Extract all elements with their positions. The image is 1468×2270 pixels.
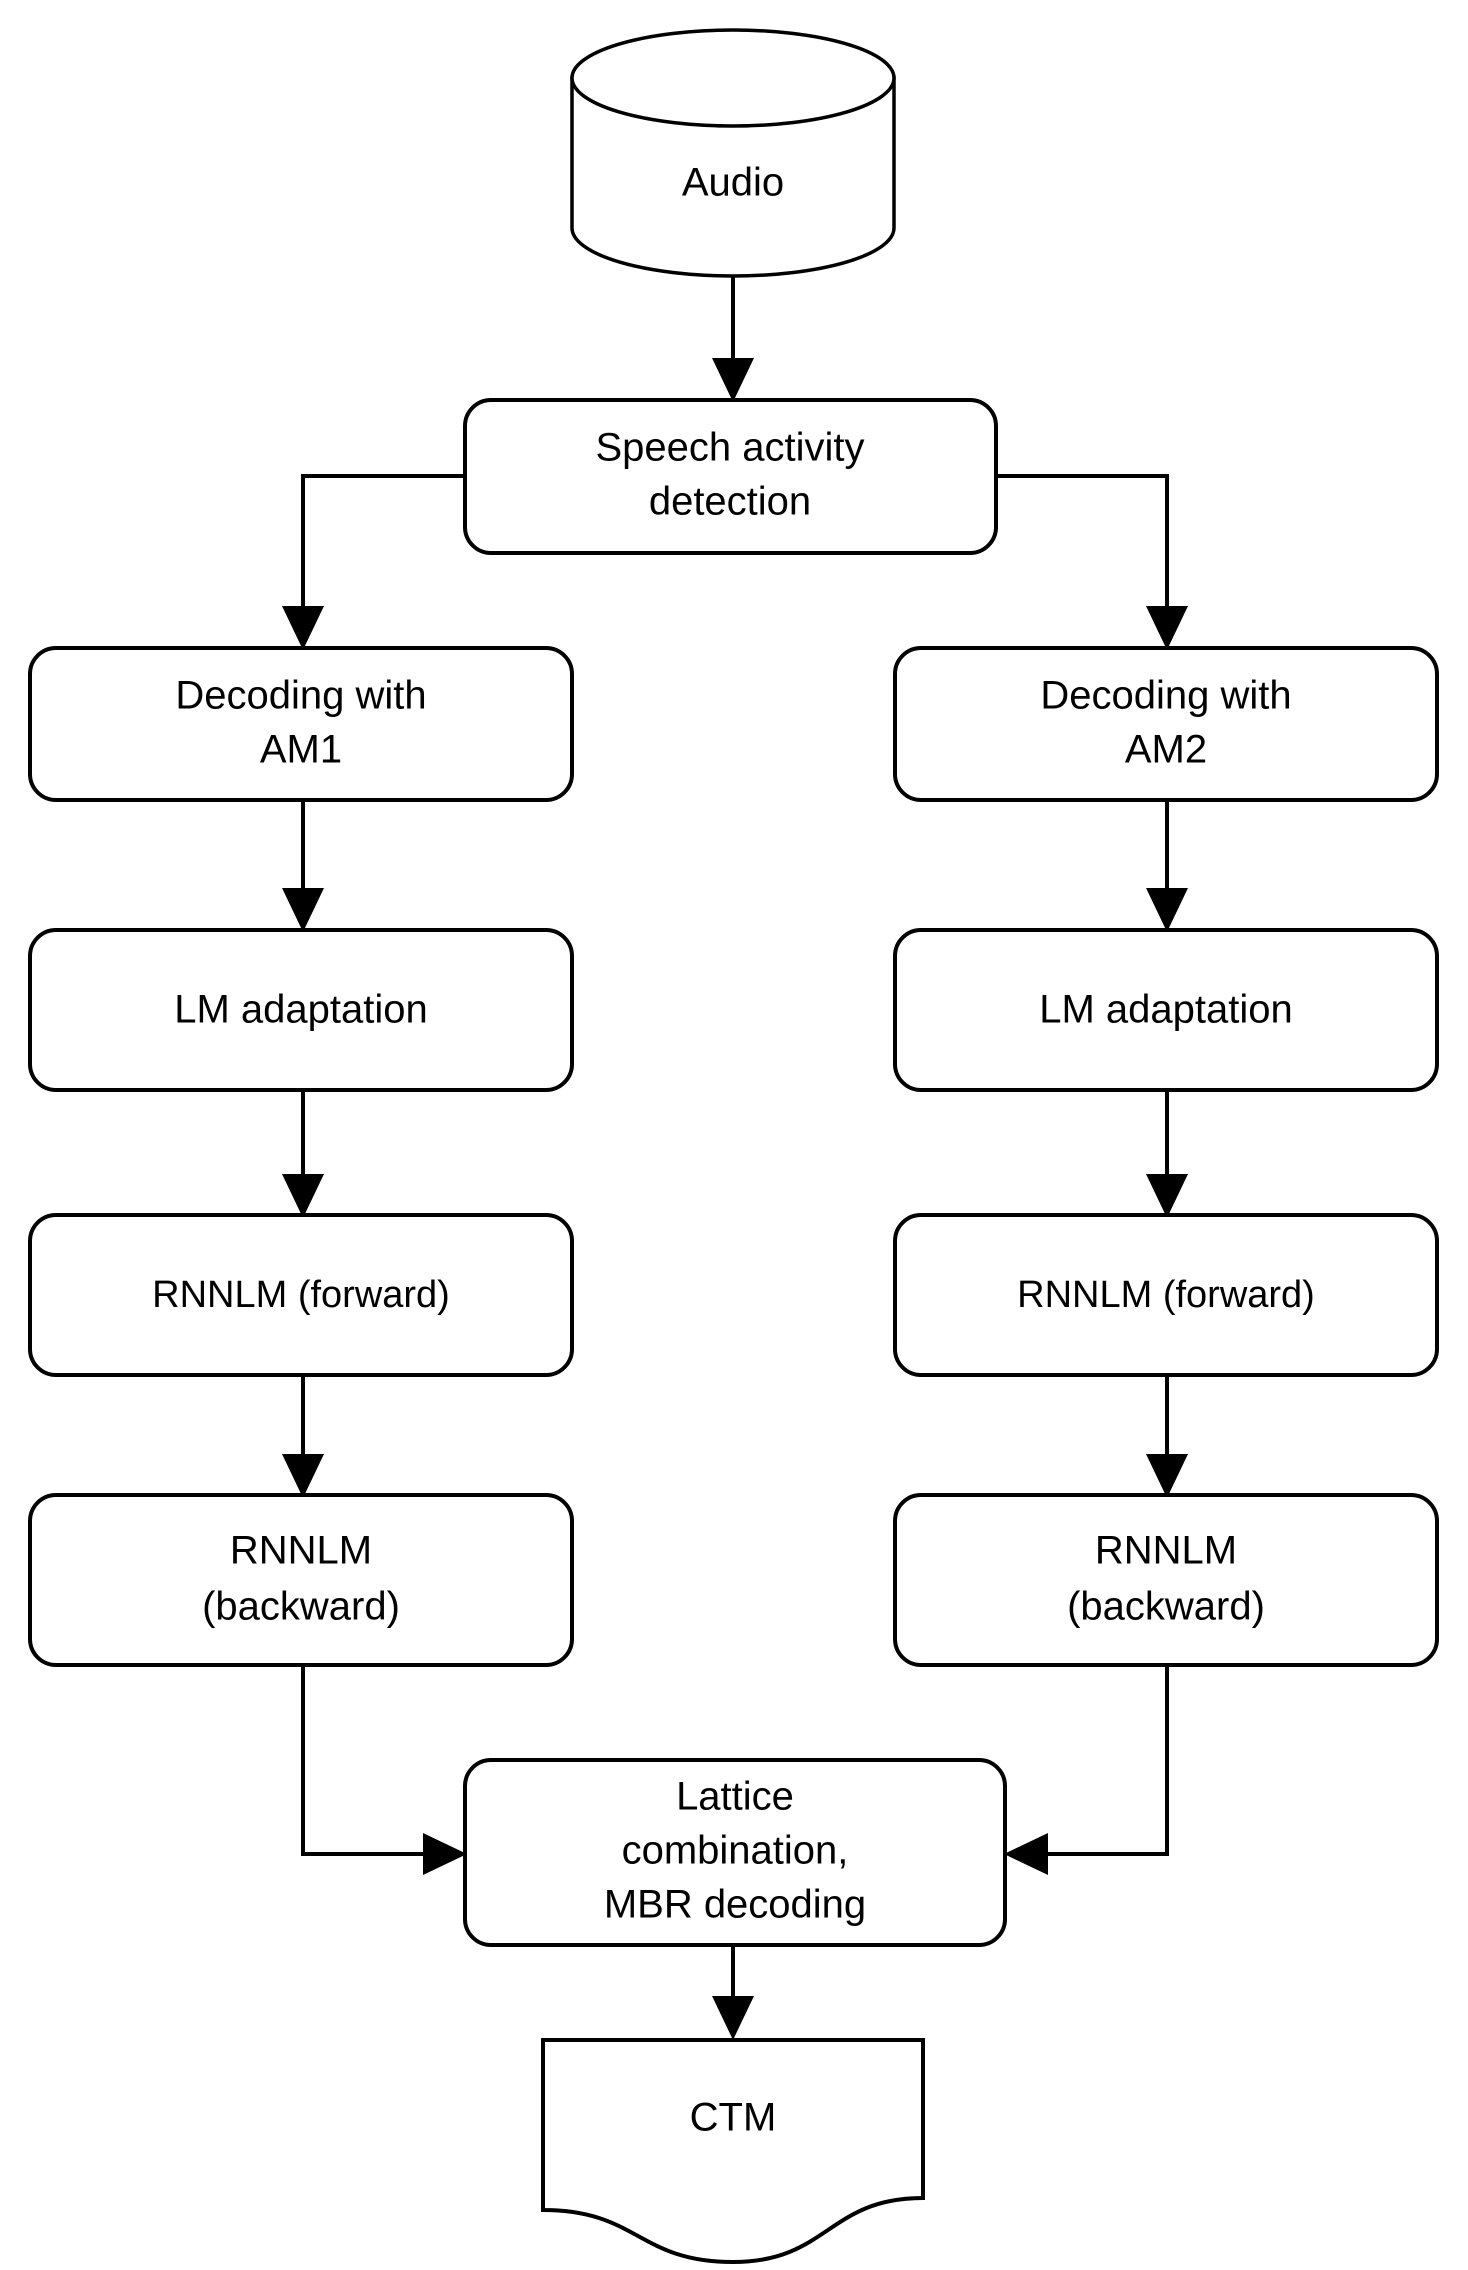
cylinder-top — [570, 28, 896, 128]
node-lattice-label-line2: combination, — [622, 1829, 849, 1873]
arrow-head-left — [1004, 1833, 1048, 1875]
node-audio[interactable]: Audio — [570, 28, 896, 278]
edge-lm-adapt-right-to-rnnlm-fwd-right — [1146, 1090, 1188, 1218]
node-lattice-combination[interactable]: Lattice combination, MBR decoding — [463, 1758, 1007, 1947]
node-box — [28, 1213, 574, 1377]
arrow-head-down — [1146, 606, 1188, 650]
arrow-head-right — [423, 1833, 467, 1875]
arrow-head-down — [282, 1174, 324, 1218]
edge-sad-to-decode-am2 — [996, 474, 1188, 650]
document-shape — [541, 2038, 925, 2265]
node-decode-am1-label-line1: Decoding with — [175, 674, 426, 718]
node-lm-adapt-right-label: LM adaptation — [1039, 988, 1293, 1032]
node-lm-adaptation-right[interactable]: LM adaptation — [893, 928, 1439, 1092]
node-decode-am2-label-line2: AM2 — [1125, 728, 1207, 772]
node-box — [28, 928, 574, 1092]
node-rnnlm-fwd-right-label: RNNLM (forward) — [1017, 1274, 1315, 1316]
edge-line — [996, 474, 1169, 628]
edge-audio-to-sad — [712, 272, 754, 402]
edge-line — [1026, 1665, 1169, 1856]
node-rnnlm-forward-right[interactable]: RNNLM (forward) — [893, 1213, 1439, 1377]
arrow-head-down — [282, 606, 324, 650]
node-sad-label-line2: detection — [649, 480, 811, 524]
node-box — [463, 1758, 1007, 1947]
edge-lm-adapt-left-to-rnnlm-fwd-left — [282, 1090, 324, 1218]
node-decode-am1-label-line2: AM1 — [260, 728, 342, 772]
arrow-head-down — [712, 358, 754, 402]
node-rnnlm-forward-left[interactable]: RNNLM (forward) — [28, 1213, 574, 1377]
edge-line — [301, 474, 465, 628]
arrow-head-down — [1146, 1174, 1188, 1218]
node-rnnlm-bwd-right-label-line1: RNNLM — [1095, 1529, 1237, 1573]
arrow-head-down — [1146, 888, 1188, 932]
edge-sad-to-decode-am1 — [282, 474, 465, 650]
edge-rnnlm-fwd-right-to-rnnlm-bwd-right — [1146, 1375, 1188, 1498]
arrow-head-down — [712, 1996, 754, 2040]
node-lm-adapt-left-label: LM adaptation — [174, 988, 428, 1032]
node-sad-label-line1: Speech activity — [595, 426, 864, 470]
node-box — [463, 398, 998, 555]
arrow-head-down — [282, 1454, 324, 1498]
edge-line — [301, 1665, 445, 1856]
arrow-head-down — [282, 888, 324, 932]
node-box — [893, 928, 1439, 1092]
node-rnnlm-bwd-right-label-line2: (backward) — [1067, 1585, 1265, 1629]
node-rnnlm-bwd-left-label-line2: (backward) — [202, 1585, 400, 1629]
node-lattice-label-line1: Lattice — [676, 1775, 794, 1819]
node-rnnlm-backward-right[interactable]: RNNLM (backward) — [893, 1493, 1439, 1667]
edge-rnnlm-fwd-left-to-rnnlm-bwd-left — [282, 1375, 324, 1498]
edge-decode-am2-to-lm-adapt-right — [1146, 800, 1188, 932]
node-rnnlm-backward-left[interactable]: RNNLM (backward) — [28, 1493, 574, 1667]
node-speech-activity-detection[interactable]: Speech activity detection — [463, 398, 998, 555]
node-lattice-label-line3: MBR decoding — [604, 1883, 866, 1927]
node-box — [893, 1213, 1439, 1377]
node-lm-adaptation-left[interactable]: LM adaptation — [28, 928, 574, 1092]
edge-rnnlm-bwd-left-to-lattice — [301, 1665, 467, 1875]
node-decode-am2-label-line1: Decoding with — [1040, 674, 1291, 718]
node-box — [28, 646, 574, 802]
node-box — [28, 1493, 574, 1667]
node-audio-label: Audio — [682, 161, 784, 205]
edge-rnnlm-bwd-right-to-lattice — [1004, 1665, 1169, 1875]
edge-lattice-to-ctm — [712, 1945, 754, 2040]
node-decoding-am2[interactable]: Decoding with AM2 — [893, 646, 1439, 802]
edge-decode-am1-to-lm-adapt-left — [282, 800, 324, 932]
node-box — [893, 1493, 1439, 1667]
node-rnnlm-bwd-left-label-line1: RNNLM — [230, 1529, 372, 1573]
node-box — [893, 646, 1439, 802]
node-ctm-label: CTM — [690, 2096, 777, 2140]
node-ctm-document[interactable]: CTM — [541, 2038, 925, 2265]
cylinder-body — [570, 76, 896, 278]
arrow-head-down — [1146, 1454, 1188, 1498]
node-rnnlm-fwd-left-label: RNNLM (forward) — [152, 1274, 450, 1316]
node-decoding-am1[interactable]: Decoding with AM1 — [28, 646, 574, 802]
